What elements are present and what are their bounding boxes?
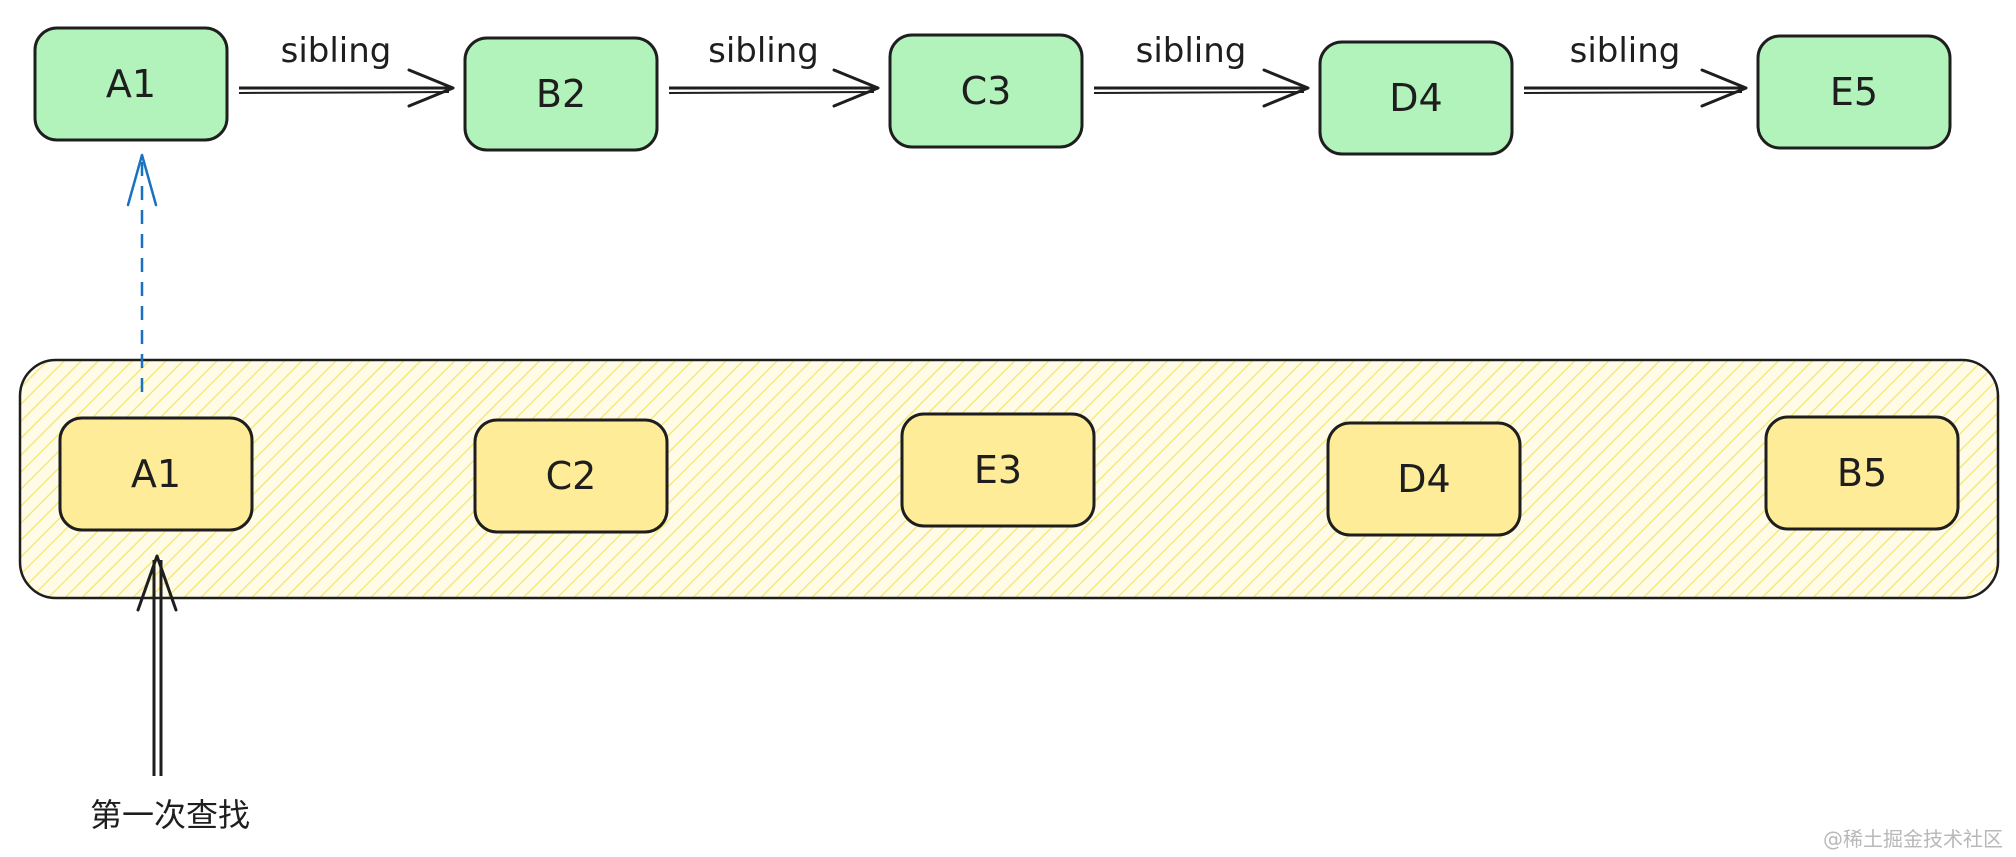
sibling-node-label: C3 — [961, 69, 1012, 113]
old-node-label: A1 — [131, 452, 181, 496]
old-node-b5: B5 — [1764, 415, 1960, 531]
old-children-row: A1 C2 E3 D4 B5 — [58, 412, 1960, 537]
sibling-edge: sibling — [668, 31, 880, 108]
sibling-edge: sibling — [238, 31, 455, 108]
match-dashed-arrow — [126, 153, 158, 392]
sibling-node-a1: A1 — [33, 26, 229, 142]
sibling-node-label: B2 — [536, 72, 586, 116]
sibling-edge-label: sibling — [281, 31, 392, 71]
sibling-node-label: D4 — [1389, 76, 1442, 120]
sibling-edge: sibling — [1093, 31, 1310, 108]
old-node-d4: D4 — [1326, 421, 1522, 537]
old-node-e3: E3 — [900, 412, 1096, 528]
sibling-node-b2: B2 — [463, 36, 659, 152]
old-node-c2: C2 — [473, 418, 669, 534]
sibling-edge-label: sibling — [708, 31, 819, 71]
sibling-node-label: A1 — [106, 62, 156, 106]
watermark: @稀土掘金技术社区 — [1823, 827, 2003, 851]
sibling-edge: sibling — [1523, 31, 1748, 108]
old-node-label: C2 — [546, 454, 597, 498]
old-node-label: D4 — [1397, 457, 1450, 501]
old-node-a1: A1 — [58, 416, 254, 532]
old-node-label: E3 — [974, 448, 1022, 492]
sibling-edge-label: sibling — [1570, 31, 1681, 71]
pointer-arrow — [136, 554, 178, 776]
sibling-edge-label: sibling — [1136, 31, 1247, 71]
sibling-node-d4: D4 — [1318, 40, 1514, 156]
sibling-node-e5: E5 — [1756, 34, 1952, 150]
old-node-label: B5 — [1837, 451, 1887, 495]
sibling-node-c3: C3 — [888, 33, 1084, 149]
sibling-node-label: E5 — [1830, 70, 1878, 114]
caption-first-lookup: 第一次查找 — [90, 796, 250, 834]
